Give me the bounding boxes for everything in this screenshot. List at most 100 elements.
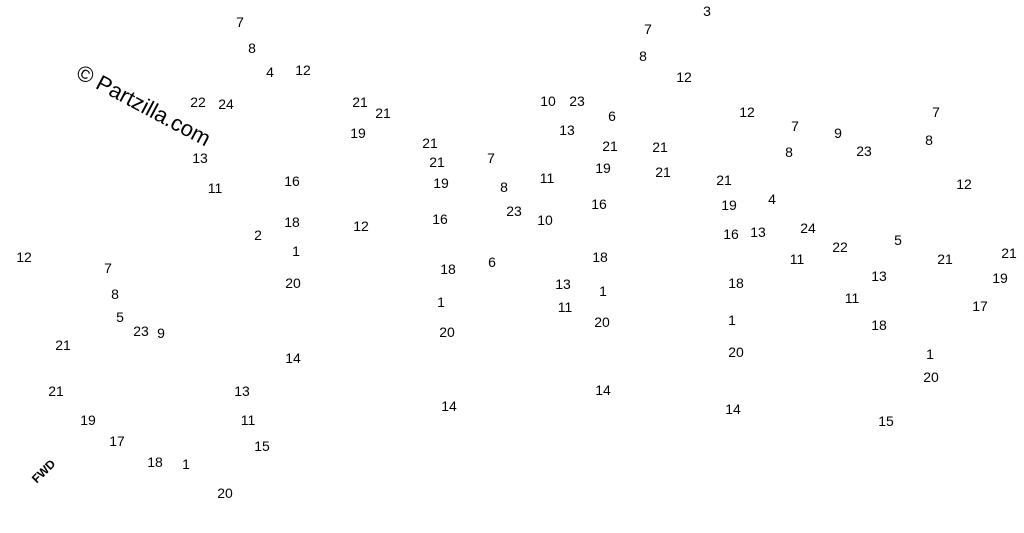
callout-13: 13: [555, 276, 571, 292]
callout-7: 7: [487, 150, 495, 166]
callout-4: 4: [768, 191, 776, 207]
callout-12: 12: [956, 176, 972, 192]
callout-11: 11: [207, 180, 223, 196]
callout-19: 19: [350, 125, 366, 141]
callout-14: 14: [725, 401, 741, 417]
callout-20: 20: [439, 324, 455, 340]
callout-20: 20: [594, 314, 610, 330]
callout-7: 7: [236, 14, 244, 30]
callout-21: 21: [716, 172, 732, 188]
callout-19: 19: [595, 160, 611, 176]
callout-21: 21: [602, 138, 618, 154]
callout-22: 22: [832, 239, 848, 255]
callout-1: 1: [182, 456, 190, 472]
callout-16: 16: [432, 211, 448, 227]
callout-21: 21: [655, 164, 671, 180]
callout-21: 21: [937, 251, 953, 267]
callout-1: 1: [728, 312, 736, 328]
callout-8: 8: [500, 179, 508, 195]
callout-13: 13: [192, 150, 208, 166]
callout-21: 21: [55, 337, 71, 353]
callout-2: 2: [254, 227, 262, 243]
callout-11: 11: [844, 290, 860, 306]
callout-16: 16: [284, 173, 300, 189]
callout-10: 10: [537, 212, 553, 228]
callout-20: 20: [923, 369, 939, 385]
callout-11: 11: [789, 251, 805, 267]
callout-18: 18: [728, 275, 744, 291]
callout-18: 18: [871, 317, 887, 333]
callout-1: 1: [292, 243, 300, 259]
callout-10: 10: [540, 93, 556, 109]
callout-12: 12: [353, 218, 369, 234]
callout-7: 7: [932, 104, 940, 120]
callout-18: 18: [592, 249, 608, 265]
callout-17: 17: [109, 433, 125, 449]
callout-21: 21: [48, 383, 64, 399]
callout-24: 24: [800, 220, 816, 236]
callout-3: 3: [703, 3, 711, 19]
callout-23: 23: [569, 93, 585, 109]
callout-12: 12: [676, 69, 692, 85]
callout-13: 13: [871, 268, 887, 284]
callout-17: 17: [972, 298, 988, 314]
callout-16: 16: [591, 196, 607, 212]
callout-18: 18: [284, 214, 300, 230]
callout-11: 11: [539, 170, 555, 186]
callout-18: 18: [440, 261, 456, 277]
callout-21: 21: [352, 94, 368, 110]
callout-9: 9: [834, 125, 842, 141]
callout-8: 8: [111, 286, 119, 302]
callout-21: 21: [652, 139, 668, 155]
callout-18: 18: [147, 454, 163, 470]
callout-8: 8: [925, 132, 933, 148]
callout-6: 6: [488, 254, 496, 270]
callout-12: 12: [295, 62, 311, 78]
callout-14: 14: [285, 350, 301, 366]
callout-21: 21: [1001, 245, 1017, 261]
callout-20: 20: [217, 485, 233, 501]
callout-8: 8: [639, 48, 647, 64]
callout-4: 4: [266, 64, 274, 80]
callout-9: 9: [157, 325, 165, 341]
callout-12: 12: [16, 249, 32, 265]
callout-13: 13: [234, 383, 250, 399]
callout-5: 5: [116, 309, 124, 325]
callout-5: 5: [894, 232, 902, 248]
callout-6: 6: [608, 108, 616, 124]
callout-1: 1: [926, 346, 934, 362]
callout-21: 21: [422, 135, 438, 151]
callout-1: 1: [599, 283, 607, 299]
callout-13: 13: [559, 122, 575, 138]
callout-7: 7: [104, 260, 112, 276]
callout-20: 20: [285, 275, 301, 291]
callout-7: 7: [791, 118, 799, 134]
callout-1: 1: [437, 294, 445, 310]
callout-8: 8: [248, 40, 256, 56]
callout-11: 11: [557, 299, 573, 315]
fwd-label: FWD: [29, 456, 59, 486]
callout-14: 14: [595, 382, 611, 398]
callout-21: 21: [429, 154, 445, 170]
callout-23: 23: [506, 203, 522, 219]
callout-21: 21: [375, 105, 391, 121]
callout-19: 19: [992, 270, 1008, 286]
callout-23: 23: [856, 143, 872, 159]
callout-7: 7: [644, 21, 652, 37]
callout-13: 13: [750, 224, 766, 240]
callout-22: 22: [190, 94, 206, 110]
callout-16: 16: [723, 226, 739, 242]
callout-23: 23: [133, 323, 149, 339]
callout-12: 12: [739, 104, 755, 120]
callout-24: 24: [218, 96, 234, 112]
callout-15: 15: [254, 438, 270, 454]
callout-19: 19: [721, 197, 737, 213]
callout-19: 19: [80, 412, 96, 428]
callout-20: 20: [728, 344, 744, 360]
callout-11: 11: [240, 412, 256, 428]
callout-14: 14: [441, 398, 457, 414]
callout-8: 8: [785, 144, 793, 160]
callout-19: 19: [433, 175, 449, 191]
callout-15: 15: [878, 413, 894, 429]
